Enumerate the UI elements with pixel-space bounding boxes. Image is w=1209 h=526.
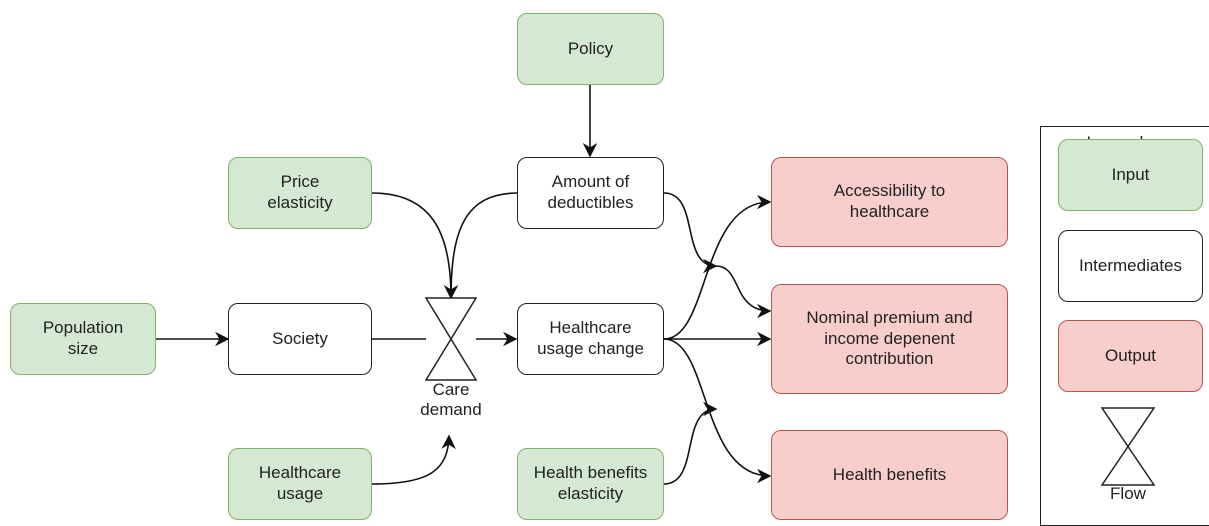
node-price-elasticity: Price elasticity	[228, 157, 372, 229]
care-demand-label: Care demand	[420, 380, 482, 420]
node-amount-of-deductibles-label: Amount of deductibles	[547, 172, 634, 212]
legend-flow-icon	[1100, 407, 1156, 486]
legend-intermediates-label: Intermediates	[1079, 255, 1182, 275]
edge-price-elasticity-to-flow	[371, 192, 459, 300]
care-demand-flow-icon	[424, 297, 478, 381]
node-society-label: Society	[272, 328, 328, 348]
edge-deductibles-to-flow	[450, 192, 519, 299]
diagram-canvas	[156, 85, 1156, 486]
legend-intermediates-swatch: Intermediates	[1058, 230, 1203, 302]
node-nominal-premium: Nominal premium and income depenent cont…	[771, 284, 1008, 394]
node-policy: Policy	[517, 13, 664, 85]
legend-flow-label: Flow	[1110, 484, 1146, 503]
edge-usage-change-to-accessibility	[663, 194, 772, 340]
node-healthcare-usage-change-label: Healthcare usage change	[537, 318, 644, 358]
node-amount-of-deductibles: Amount of deductibles	[517, 157, 664, 229]
node-health-benefits-elasticity-label: Health benefits elasticity	[533, 463, 648, 503]
legend-output-swatch: Output	[1058, 320, 1203, 392]
node-society: Society	[228, 303, 372, 375]
legend-output-label: Output	[1104, 345, 1157, 365]
node-healthcare-usage-label: Healthcare usage	[258, 463, 342, 503]
edge-healthcare-usage-to-flow	[371, 434, 456, 485]
edge-deductibles-to-outputs	[663, 192, 718, 274]
node-healthcare-usage: Healthcare usage	[228, 448, 372, 520]
edge-merge-to-nominal	[715, 265, 772, 319]
legend-input-swatch: Input	[1058, 139, 1203, 211]
node-accessibility-to-healthcare: Accessibility to healthcare	[771, 157, 1008, 247]
node-policy-label: Policy	[567, 38, 614, 58]
node-health-benefits-elasticity: Health benefits elasticity	[517, 448, 664, 520]
node-population-size-label: Population size	[42, 318, 124, 358]
edge-usage-change-to-health-benefits	[663, 338, 772, 484]
node-health-benefits-label: Health benefits	[832, 464, 947, 484]
node-nominal-premium-label: Nominal premium and income depenent cont…	[806, 307, 973, 369]
node-accessibility-to-healthcare-label: Accessibility to healthcare	[833, 181, 946, 221]
node-population-size: Population size	[10, 303, 156, 375]
node-price-elasticity-label: Price elasticity	[267, 172, 333, 212]
node-healthcare-usage-change: Healthcare usage change	[517, 303, 664, 375]
node-health-benefits: Health benefits	[771, 430, 1008, 520]
legend-input-label: Input	[1111, 164, 1150, 184]
edge-hb-elasticity-to-merge	[663, 401, 718, 485]
